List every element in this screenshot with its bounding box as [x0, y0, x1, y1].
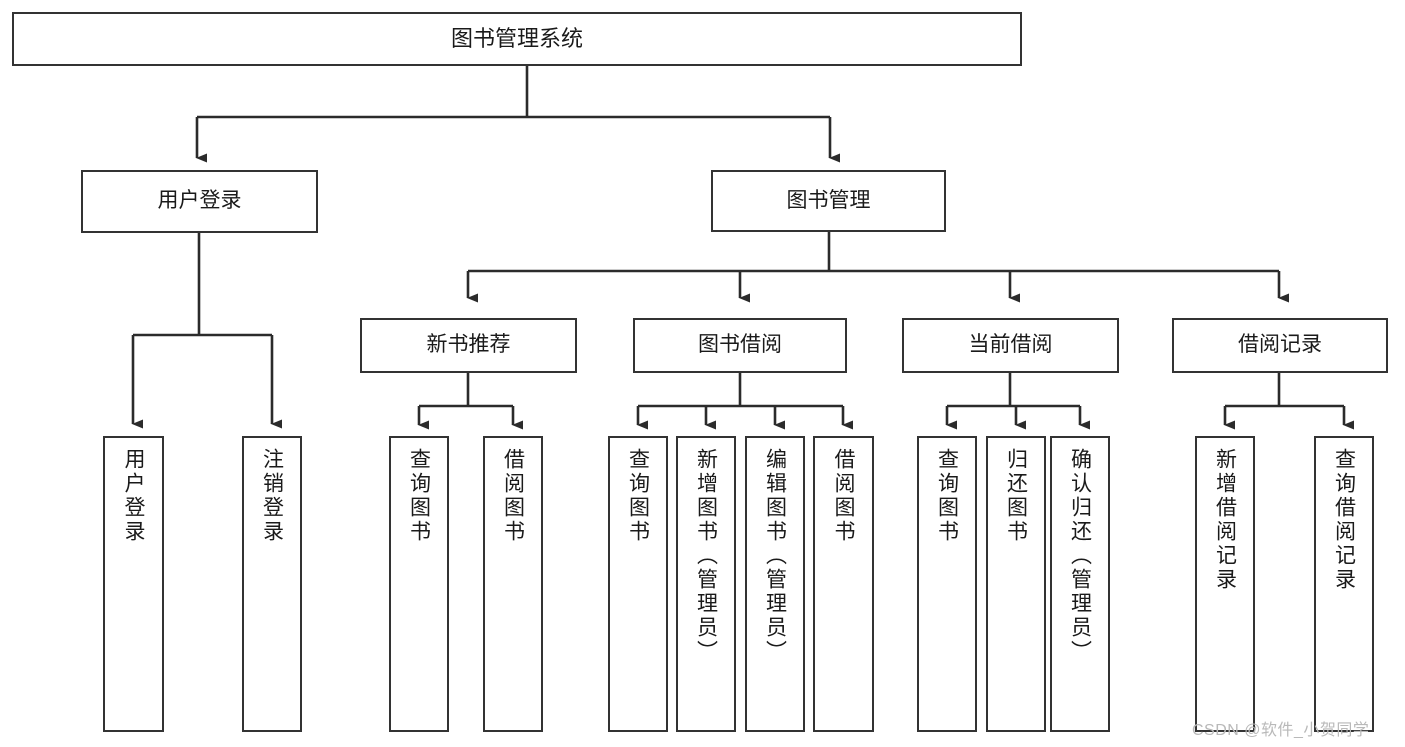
node-leaf-add-book-label: 新增图书（管理员） — [694, 448, 718, 664]
node-leaf-query-record-label: 查询借阅记录 — [1332, 448, 1356, 592]
node-new-book-rec-label: 新书推荐 — [426, 333, 511, 357]
node-leaf-query-book-3[interactable]: 查询图书 — [917, 436, 977, 732]
node-leaf-borrow-book-1[interactable]: 借阅图书 — [483, 436, 543, 732]
node-root[interactable]: 图书管理系统 — [12, 12, 1022, 66]
node-leaf-confirm-return[interactable]: 确认归还（管理员） — [1050, 436, 1110, 732]
node-borrow-record-label: 借阅记录 — [1238, 333, 1322, 357]
node-book-manage[interactable]: 图书管理 — [711, 170, 946, 232]
node-leaf-query-book-2[interactable]: 查询图书 — [608, 436, 668, 732]
node-current-borrow[interactable]: 当前借阅 — [902, 318, 1119, 373]
node-root-label: 图书管理系统 — [450, 26, 583, 52]
node-leaf-query-book-2-label: 查询图书 — [626, 448, 650, 544]
node-user-login-label: 用户登录 — [157, 189, 242, 213]
node-user-login[interactable]: 用户登录 — [81, 170, 318, 233]
node-new-book-rec[interactable]: 新书推荐 — [360, 318, 577, 373]
node-leaf-borrow-book-2[interactable]: 借阅图书 — [813, 436, 874, 732]
node-leaf-edit-book-label: 编辑图书（管理员） — [763, 448, 787, 664]
node-leaf-query-book-1[interactable]: 查询图书 — [389, 436, 449, 732]
node-leaf-return-book[interactable]: 归还图书 — [986, 436, 1046, 732]
node-book-borrow-label: 图书借阅 — [698, 333, 782, 357]
node-leaf-edit-book[interactable]: 编辑图书（管理员） — [745, 436, 805, 732]
node-leaf-query-record[interactable]: 查询借阅记录 — [1314, 436, 1374, 732]
node-leaf-query-book-3-label: 查询图书 — [935, 448, 959, 544]
csdn-watermark: CSDN @软件_小贺同学 — [1192, 722, 1370, 739]
node-leaf-add-record[interactable]: 新增借阅记录 — [1195, 436, 1255, 732]
node-leaf-add-record-label: 新增借阅记录 — [1213, 448, 1237, 592]
node-book-manage-label: 图书管理 — [786, 188, 871, 212]
node-leaf-logout[interactable]: 注销登录 — [242, 436, 302, 732]
node-borrow-record[interactable]: 借阅记录 — [1172, 318, 1388, 373]
node-leaf-user-login[interactable]: 用户登录 — [103, 436, 164, 732]
node-leaf-logout-label: 注销登录 — [260, 448, 284, 544]
node-current-borrow-label: 当前借阅 — [968, 333, 1053, 357]
node-leaf-borrow-book-1-label: 借阅图书 — [501, 448, 525, 544]
node-book-borrow[interactable]: 图书借阅 — [633, 318, 847, 373]
node-leaf-confirm-return-label: 确认归还（管理员） — [1068, 448, 1092, 664]
node-leaf-return-book-label: 归还图书 — [1004, 448, 1028, 544]
node-leaf-add-book[interactable]: 新增图书（管理员） — [676, 436, 736, 732]
node-leaf-borrow-book-2-label: 借阅图书 — [832, 448, 855, 544]
node-leaf-query-book-1-label: 查询图书 — [407, 448, 431, 544]
node-leaf-user-login-label: 用户登录 — [122, 448, 145, 544]
